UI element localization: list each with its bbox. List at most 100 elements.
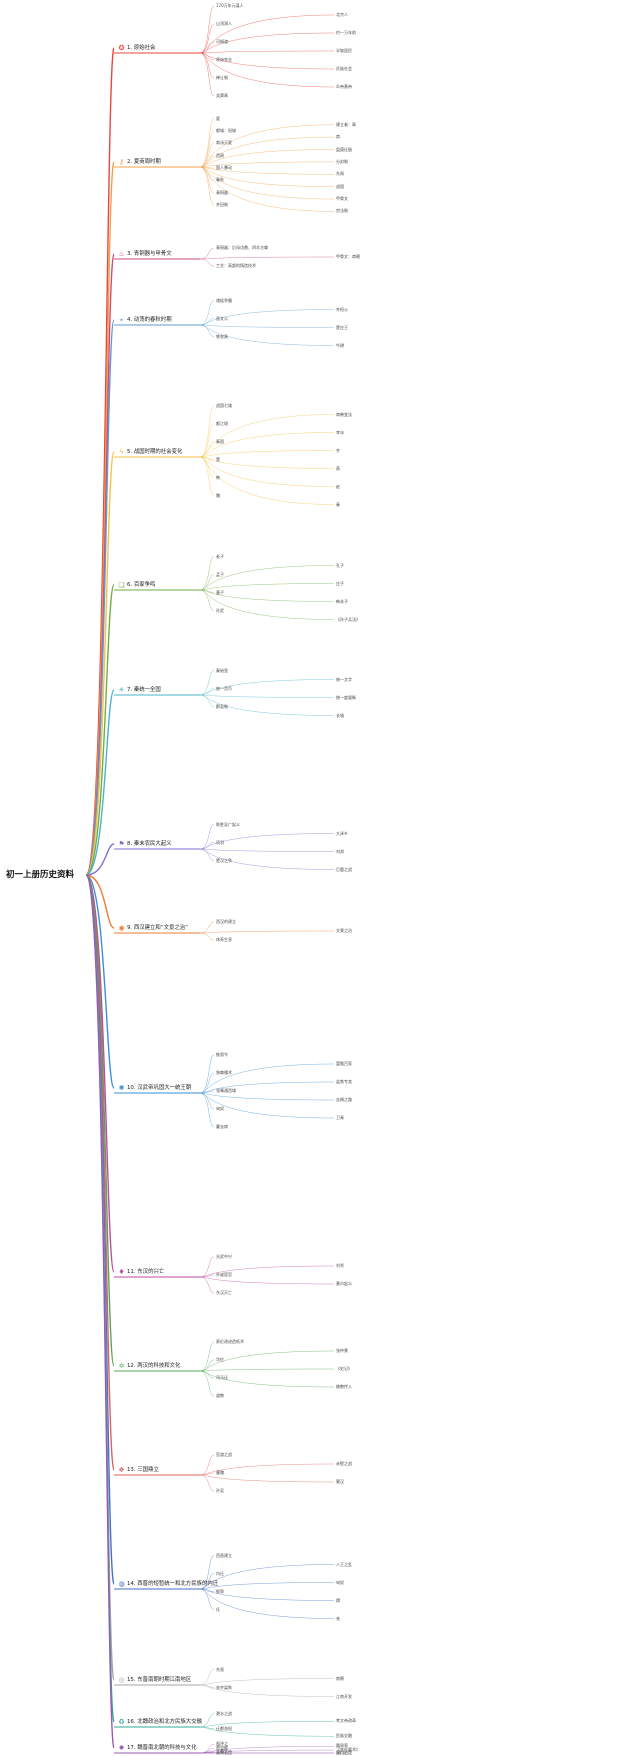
leaf-text[interactable]: 老子: [216, 553, 224, 559]
leaf-text[interactable]: 独尊儒术: [216, 1070, 232, 1075]
leaf-text[interactable]: 孔子: [336, 562, 344, 568]
leaf-text[interactable]: 长城: [336, 712, 344, 718]
leaf-text[interactable]: 文景之治: [336, 928, 352, 933]
leaf-text[interactable]: 陈胜吴广起义: [216, 821, 240, 827]
leaf-text[interactable]: 江南开发: [336, 1693, 352, 1699]
leaf-text[interactable]: 秦国: [216, 438, 224, 444]
leaf-text[interactable]: 宗法制: [336, 208, 348, 214]
leaf-text[interactable]: 罢黜百家: [336, 1061, 352, 1066]
leaf-text[interactable]: 原始农业: [216, 57, 232, 62]
leaf-text[interactable]: 西汉的建立: [216, 919, 236, 924]
leaf-text[interactable]: 青铜器: [216, 189, 228, 195]
branch-node[interactable]: ♦11. 东汉的兴亡: [118, 1268, 164, 1277]
branch-node[interactable]: ✺10. 汉武帝巩固大一统王朝: [118, 1084, 192, 1093]
leaf-text[interactable]: 西晋建立: [216, 1552, 232, 1558]
leaf-text[interactable]: 曹魏: [216, 1470, 224, 1475]
branch-node[interactable]: ◉9. 西汉建立和“文景之治”: [118, 924, 188, 933]
root-title[interactable]: 初一上册历史资料: [6, 870, 75, 880]
leaf-text[interactable]: 炎帝黄帝: [336, 84, 352, 89]
leaf-text[interactable]: 统一货币: [216, 685, 232, 691]
leaf-text[interactable]: 李冰: [336, 429, 344, 435]
branch-node[interactable]: ✹17. 魏晋南北朝的科技与文化: [118, 1744, 197, 1753]
branch-node[interactable]: ♨3. 青铜器与甲骨文: [118, 250, 171, 259]
leaf-text[interactable]: 民族交融: [336, 1733, 352, 1739]
leaf-text[interactable]: 东周: [336, 171, 344, 177]
leaf-text[interactable]: 夏: [216, 115, 220, 121]
leaf-text[interactable]: 尧舜禹: [216, 93, 228, 98]
leaf-text[interactable]: 楚庄王: [336, 324, 348, 330]
branch-node[interactable]: ◍14. 西晋的短暂统一和北方民族的内迁: [118, 1580, 218, 1589]
leaf-text[interactable]: 龙门石窟: [336, 1750, 352, 1755]
leaf-text[interactable]: 祖冲之: [216, 1741, 228, 1747]
leaf-text[interactable]: 齐: [336, 447, 340, 453]
leaf-text[interactable]: 商汤灭夏: [216, 140, 232, 146]
leaf-text[interactable]: 八王之乱: [336, 1561, 352, 1567]
leaf-text[interactable]: 晋文公: [216, 315, 228, 321]
branch-node[interactable]: ☀7. 秦统一全国: [118, 686, 160, 695]
leaf-text[interactable]: 云冈石窟: [216, 1750, 232, 1755]
leaf-text[interactable]: 齐桓公: [336, 306, 348, 312]
leaf-text[interactable]: 燕: [336, 465, 340, 471]
leaf-text[interactable]: 南朝: [336, 1675, 344, 1681]
leaf-text[interactable]: 分封制: [336, 158, 348, 164]
leaf-text[interactable]: 建立者：禹: [336, 121, 356, 127]
leaf-text[interactable]: 甲骨文：商朝: [336, 254, 360, 259]
leaf-text[interactable]: 战国七雄: [216, 402, 232, 408]
leaf-text[interactable]: 赵: [336, 483, 340, 489]
branch-node[interactable]: ❏6. 百家争鸣: [118, 581, 155, 590]
leaf-text[interactable]: 赤壁之战: [336, 1461, 352, 1466]
leaf-text[interactable]: 羯: [336, 1597, 340, 1603]
leaf-text[interactable]: 东汉灭亡: [216, 1290, 232, 1295]
leaf-text[interactable]: 内迁: [216, 1570, 224, 1576]
leaf-text[interactable]: 张仲景: [336, 1348, 348, 1353]
leaf-text[interactable]: 项羽: [216, 839, 224, 845]
leaf-text[interactable]: 盘庚迁殷: [336, 146, 352, 152]
leaf-text[interactable]: 韩非子: [336, 598, 348, 604]
leaf-text[interactable]: 《孙子兵法》: [336, 616, 360, 622]
leaf-text[interactable]: 约一万年前: [336, 30, 356, 35]
leaf-text[interactable]: 黄巾起义: [336, 1281, 352, 1286]
leaf-text[interactable]: 战国: [336, 183, 344, 189]
leaf-text[interactable]: 楚汉之争: [216, 857, 232, 863]
leaf-text[interactable]: 大泽乡: [336, 830, 348, 836]
branch-node[interactable]: ✪1. 原始社会: [118, 44, 156, 53]
leaf-text[interactable]: 氏族社会: [336, 66, 352, 71]
leaf-text[interactable]: 王羲之: [216, 1748, 228, 1754]
leaf-text[interactable]: 诸侯争霸: [216, 297, 232, 303]
leaf-text[interactable]: 郡县制: [216, 703, 228, 709]
leaf-text[interactable]: 盐铁专卖: [336, 1079, 352, 1084]
leaf-text[interactable]: 光武中兴: [216, 1254, 232, 1259]
branch-node[interactable]: ✡12. 两汉的科技和文化: [118, 1362, 181, 1371]
leaf-text[interactable]: 推恩令: [216, 1052, 228, 1057]
branch-node[interactable]: ◎15. 东晋南朝时期江南地区: [118, 1676, 191, 1685]
leaf-text[interactable]: 孟子: [216, 571, 224, 577]
leaf-text[interactable]: 顾恺之: [336, 1750, 348, 1755]
leaf-text[interactable]: 楚: [216, 456, 220, 462]
leaf-text[interactable]: 匈奴: [336, 1579, 344, 1585]
branch-node[interactable]: ❖13. 三国鼎立: [118, 1466, 159, 1475]
leaf-text[interactable]: 孝文帝改革: [336, 1718, 356, 1724]
leaf-text[interactable]: 孙武: [216, 607, 224, 613]
leaf-text[interactable]: 170万年元谋人: [216, 3, 244, 8]
leaf-text[interactable]: 北京人: [336, 12, 348, 17]
leaf-text[interactable]: 官渡之战: [216, 1452, 232, 1457]
leaf-text[interactable]: 匈奴: [216, 1106, 224, 1111]
leaf-text[interactable]: 墨子: [216, 589, 224, 595]
leaf-text[interactable]: 刘邦: [336, 848, 344, 854]
branch-node[interactable]: ⌖4. 动荡的春秋时期: [118, 316, 172, 325]
leaf-text[interactable]: 庄子: [336, 580, 344, 586]
leaf-text[interactable]: 佛教传入: [336, 1384, 352, 1389]
leaf-text[interactable]: 统一文字: [336, 676, 352, 682]
leaf-text[interactable]: 迁都洛阳: [216, 1725, 232, 1731]
leaf-text[interactable]: 山顶洞人: [216, 21, 232, 26]
leaf-text[interactable]: 青铜器：后母戊鼎、四羊方尊: [216, 245, 268, 250]
leaf-text[interactable]: 外戚宦官: [216, 1272, 232, 1277]
leaf-text[interactable]: 《史记》: [336, 1366, 352, 1371]
leaf-text[interactable]: 贾思勰: [216, 1745, 228, 1751]
leaf-text[interactable]: 都江堰: [216, 420, 228, 426]
leaf-text[interactable]: 东晋: [216, 1666, 224, 1672]
branch-node[interactable]: ⚑8. 秦末农民大起义: [118, 840, 171, 849]
leaf-text[interactable]: 秦: [336, 501, 340, 507]
leaf-text[interactable]: 井田制: [216, 202, 228, 208]
